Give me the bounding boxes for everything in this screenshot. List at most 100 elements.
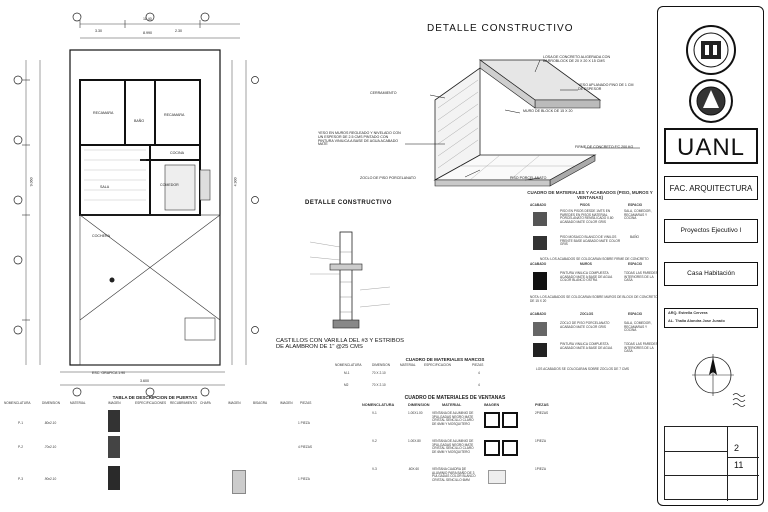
- total-sheets: 11: [734, 460, 744, 470]
- window-row-id: V-1: [372, 411, 377, 415]
- materials-row-desc: PINTURA VINILICA COMPUESTA ACABADO MATE …: [560, 342, 613, 350]
- project-name: Proyectos Ejecutivo I: [680, 227, 742, 234]
- callout-firme: FIRME DE CONCRETO F'C 200 KG: [575, 145, 634, 149]
- door-row-id: P-1: [18, 421, 23, 425]
- frame-row-id: M2: [344, 383, 349, 387]
- window-row-id: V-3: [372, 467, 377, 471]
- room-label: RECAMARA: [164, 113, 185, 117]
- door-row-id: P-2: [18, 445, 23, 449]
- scale-symbol-icon: [732, 393, 746, 407]
- callout-zoclo: ZOCLO DE PISO PORCELANATO: [360, 176, 416, 180]
- materials-row-desc: PINTURA VINILICA COMPUESTA ACABADO MATE …: [560, 271, 613, 283]
- column-caption: CASTILLOS CON VARILLA DEL #3 Y ESTRIBOS …: [276, 338, 405, 351]
- door-image: [108, 436, 120, 458]
- teacher-name: AL. Thalia Alondra Jose Jurado: [668, 319, 725, 323]
- windows-header: MATERIAL: [442, 403, 462, 407]
- building-box: Casa Habitación: [664, 262, 758, 286]
- names-box: ARQ. Estrella Cervera AL. Thalia Alondra…: [664, 308, 758, 328]
- window-row-material: VENTANA CUADRA DE ALUMINIO PARA BAÑO DE …: [432, 467, 476, 483]
- university-name: UANL: [676, 134, 746, 161]
- windows-header: IMAGEN: [484, 403, 500, 407]
- plan-dimension: 3.600: [140, 379, 149, 383]
- window-row-pieces: 1PIEZA: [535, 467, 546, 471]
- doors-header: IMAGEN: [280, 401, 293, 405]
- building-name: Casa Habitación: [687, 270, 735, 277]
- materials-note: NOTA: LOS ACABADOS SE COLOCARAN SOBRE FI…: [540, 257, 649, 261]
- room-label: COMEDOR: [160, 183, 179, 187]
- door-row-dim: .80x2.10: [44, 421, 57, 425]
- callout-cerramiento: CERRAMIENTO: [370, 91, 397, 95]
- materials-header: ACABADO: [530, 203, 547, 207]
- frame-row-dim: 70 X 2.10: [372, 383, 386, 387]
- window-image: [502, 440, 518, 456]
- room-label: RECAMARA: [93, 111, 114, 115]
- door-row-pieces: 1 PIEZA: [298, 477, 310, 481]
- plan-dimension: 9.060: [29, 177, 34, 187]
- doors-header: ESPECIFICACIONES: [135, 401, 167, 405]
- door-row-dim: .70x2.10: [44, 445, 57, 449]
- door-row-pieces: 1 PIEZA: [298, 421, 310, 425]
- materials-header: MUROS: [580, 262, 592, 266]
- window-row-dim: 1.00X1.00: [408, 411, 423, 415]
- doors-header: BISAGRA: [253, 401, 268, 405]
- callout-piso: PISO PORCELANATO: [510, 176, 547, 180]
- frame-row-dim: 70 X 2.10: [372, 371, 386, 375]
- callout-yeso-muros: YESO EN MUROS REGLEADO Y NIVELADO CON UN…: [318, 131, 401, 147]
- materials-row-desc: PISO EN PISOS DESDE 1MTS EN PAREDES EN P…: [560, 209, 614, 225]
- plan-dimension: 3.30: [95, 29, 102, 33]
- door-image: [108, 466, 120, 490]
- doors-header: CHAPA: [200, 401, 211, 405]
- window-row-material: VENTANA DE ALUMINIO DE 3PULGADAS NEGRO M…: [432, 439, 474, 455]
- materials-row-space: TODAS LAS PAREDES INTERIORES DE LA CASA: [624, 342, 658, 354]
- doors-table-title: TABLA DE DESCRIPCION DE PUERTAS: [112, 395, 198, 400]
- faculty-seal-icon: [689, 79, 733, 123]
- materials-row-space: SALA, COMEDOR, RECAMARAS Y COCINA: [624, 321, 652, 333]
- materials-header: ZOCLOS: [580, 312, 594, 316]
- sheet-number: 2: [734, 443, 740, 453]
- door-row-dim: .90x2.10: [44, 477, 57, 481]
- materials-header: ESPACIO: [628, 203, 643, 207]
- column-section-drawing: [309, 231, 391, 329]
- materials-row-desc: ZOCLO DE PISO PORCELANATO ACABADO MATE C…: [560, 321, 610, 329]
- door-image: [108, 410, 120, 432]
- frames-header: ESPECIFICACION: [424, 363, 451, 367]
- callout-muro: MURO DE BLOCK DE 15 X 20: [523, 109, 573, 113]
- windows-header: DIMENSION: [408, 403, 430, 407]
- north-arrow-icon: [692, 354, 734, 396]
- student-name: ARQ. Estrella Cervera: [668, 311, 708, 315]
- plan-dimension: 8.990: [143, 31, 152, 35]
- window-row-material: VENTANA DE ALUMINIO DE 3PULGADAS NEGRO M…: [432, 411, 474, 427]
- university-seal-icon: [686, 25, 736, 75]
- title-block-grid: [664, 426, 759, 501]
- frames-header: PIEZAS: [472, 363, 484, 367]
- window-image: [484, 412, 500, 428]
- lock-image: [232, 470, 246, 494]
- materials-row-desc: PISO MOSAICO BLANCO DE VINILOS FRENTE BA…: [560, 235, 621, 247]
- window-image: [484, 440, 500, 456]
- doors-header: DIMENSION: [42, 401, 61, 405]
- doors-header: RECUBRIMIENTO: [170, 401, 197, 405]
- detail-title: DETALLE CONSTRUCTIVO: [427, 23, 574, 34]
- callout-yeso-fino: YESO APLANADO FINO DE 1 CM DE ESPESOR: [578, 83, 634, 91]
- room-label: COCHERA: [92, 234, 110, 238]
- window-row-pieces: 1PIEZA: [535, 439, 546, 443]
- room-label: COCINA: [170, 151, 184, 155]
- room-label: BAÑO: [134, 119, 145, 123]
- materials-header: ESPACIO: [628, 262, 643, 266]
- frames-table-title: CUADRO DE MATERIALES MARCOS: [405, 357, 485, 362]
- window-row-id: V-2: [372, 439, 377, 443]
- materials-table-title: CUADRO DE MATERIALES Y ACABADOS (PISO, M…: [527, 190, 653, 201]
- materials-note: NOTA: LOS ACABADOS SE COLOCARAN SOBRE MU…: [530, 295, 658, 303]
- frame-row-pieces: 4: [478, 371, 480, 375]
- windows-header: NOMENCLATURA: [362, 403, 395, 407]
- door-row-id: P-3: [18, 477, 23, 481]
- plan-dimension: 4.900: [233, 177, 238, 187]
- plan-dimension: 2.30: [175, 29, 182, 33]
- materials-row-space: BAÑO: [630, 235, 640, 239]
- doors-header: MATERIAL: [70, 401, 86, 405]
- window-image: [488, 470, 506, 484]
- section-detail-title: DETALLE CONSTRUCTIVO: [305, 200, 392, 206]
- callout-losa: LOSA DE CONCRETO ALIGERADA CON BARROBLOC…: [543, 55, 611, 63]
- window-image: [502, 412, 518, 428]
